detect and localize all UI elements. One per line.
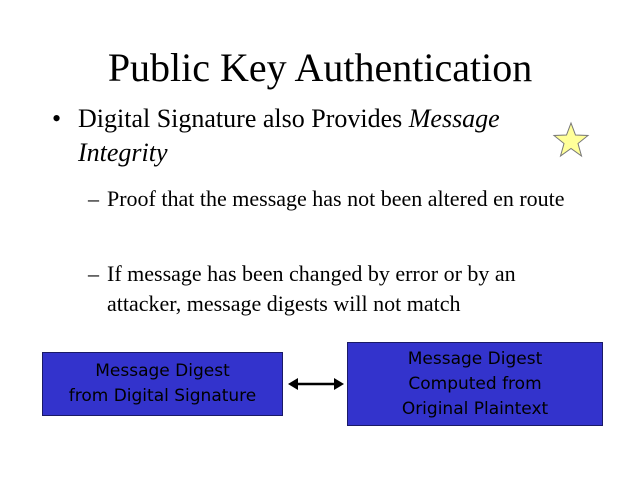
star-icon	[552, 121, 590, 158]
sub-bullet: – If message has been changed by error o…	[88, 259, 588, 319]
sub-bullet-text: If message has been changed by error or …	[107, 261, 516, 316]
sub-bullet-text: Proof that the message has not been alte…	[107, 186, 565, 211]
box-line: Computed from	[408, 373, 542, 394]
sub-bullet: – Proof that the message has not been al…	[88, 184, 588, 214]
box-line: Message Digest	[95, 361, 230, 381]
box-line: from Digital Signature	[68, 386, 257, 406]
digest-from-signature-box: Message Digest from Digital Signature	[42, 352, 283, 416]
dash-marker: –	[88, 261, 99, 286]
digest-computed-box: Message Digest Computed from Original Pl…	[347, 342, 603, 426]
box-line: Original Plaintext	[401, 398, 549, 419]
box-line: Message Digest	[407, 348, 543, 369]
main-bullet: • Digital Signature also Provides Messag…	[52, 102, 552, 170]
double-arrow-icon	[288, 378, 344, 390]
bullet-text: Digital Signature also Provides	[78, 104, 409, 133]
bullet-dot: •	[52, 104, 62, 133]
bullet-emphasis: Message Integrity	[78, 104, 500, 167]
slide-title: Public Key Authentication	[107, 45, 533, 90]
dash-marker: –	[88, 186, 99, 211]
